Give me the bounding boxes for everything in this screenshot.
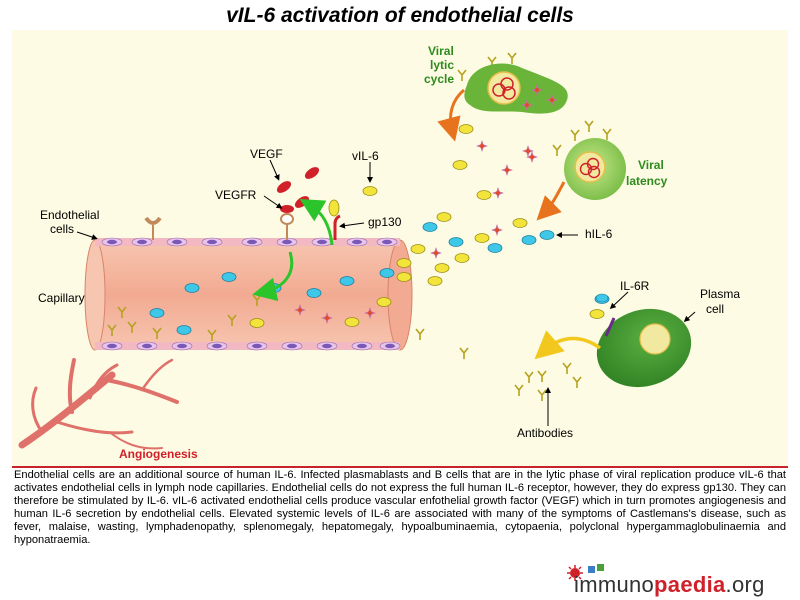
label-endothelial-1: Endothelial <box>40 208 99 222</box>
label-viral-lytic-2: lytic <box>430 58 454 72</box>
label-gp130: gp130 <box>368 215 402 229</box>
brand-part2: paedia <box>654 572 726 597</box>
endothelial-receptor <box>144 216 162 240</box>
label-vil6: vIL-6 <box>352 149 379 163</box>
vegf-molecules <box>276 167 320 208</box>
label-plasma-1: Plasma <box>700 287 740 301</box>
label-il6r: IL-6R <box>620 279 650 293</box>
virus-logo-icon <box>567 565 583 581</box>
label-viral-latency-2: latency <box>626 174 668 188</box>
brand-part3: .org <box>725 572 765 597</box>
activation-arrows <box>252 198 334 302</box>
angiogenesis-branches <box>18 358 179 450</box>
label-antibodies: Antibodies <box>517 426 573 440</box>
brand-logo[interactable]: immunopaedia.org <box>566 564 796 600</box>
label-vegfr: VEGFR <box>215 188 257 202</box>
label-plasma-2: cell <box>706 302 724 316</box>
leader-lines <box>76 159 696 426</box>
latency-cell <box>536 138 626 221</box>
diagram-title: vIL-6 activation of endothelial cells <box>226 4 574 27</box>
capillary-vessel <box>84 237 413 351</box>
label-capillary: Capillary <box>38 291 85 305</box>
brand-wordmark: immunopaedia.org <box>574 572 765 598</box>
molecule-logo-icon <box>588 564 604 573</box>
label-hil6: hIL-6 <box>585 227 613 241</box>
label-endothelial-2: cells <box>50 222 74 236</box>
diagram-labels: Viral lytic cycle Viral latency VEGF VEG… <box>38 44 740 461</box>
vegfr-receptor <box>280 205 294 240</box>
label-viral-lytic-1: Viral <box>428 44 454 58</box>
label-viral-latency-1: Viral <box>638 158 664 172</box>
label-viral-lytic-3: cycle <box>424 72 454 86</box>
plasma-cell <box>534 293 692 388</box>
divider-rule <box>12 466 788 468</box>
diagram-canvas: Viral lytic cycle Viral latency VEGF VEG… <box>18 44 740 461</box>
lytic-cell <box>437 63 568 142</box>
diagram-panel: Viral lytic cycle Viral latency VEGF VEG… <box>12 30 788 466</box>
gp130-receptor <box>328 199 341 240</box>
brand-part1: immuno <box>574 572 655 597</box>
label-angiogenesis: Angiogenesis <box>119 447 198 461</box>
description-text: Endothelial cells are an additional sour… <box>14 469 786 546</box>
label-vegf: VEGF <box>250 147 283 161</box>
